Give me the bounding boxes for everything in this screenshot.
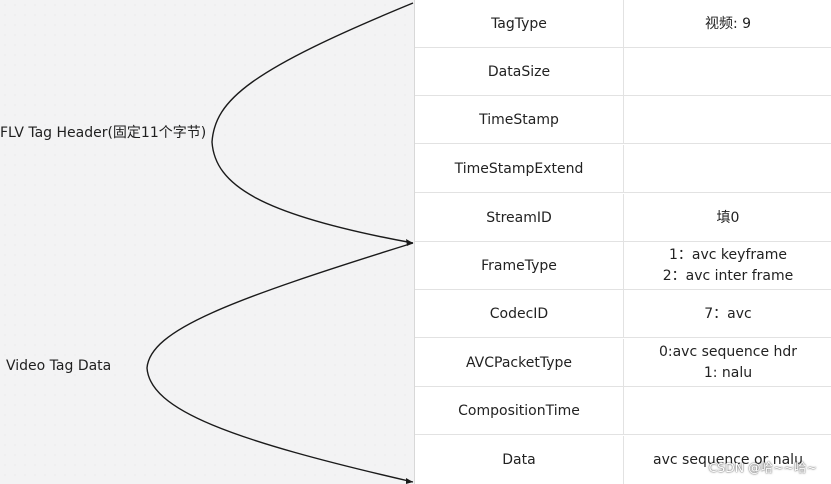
data-brace-arrowhead: [406, 478, 413, 484]
field-name-cell: FrameType: [481, 257, 557, 274]
field-name-cell: CodecID: [489, 305, 549, 322]
field-name-cell: TimeStamp: [479, 111, 559, 128]
field-value-cell: 7：avc: [623, 290, 831, 338]
field-name-cell: AVCPacketType: [466, 354, 572, 371]
field-name-cell: StreamID: [486, 209, 552, 226]
field-name-cell: TagType: [491, 15, 547, 32]
table-row: DataSize: [415, 48, 831, 96]
header-brace-curve: [211, 2, 414, 244]
table-row: CompositionTime: [415, 387, 831, 435]
field-value-cell: [623, 387, 831, 435]
field-name-cell: CompositionTime: [458, 402, 580, 419]
field-value-cell: [623, 96, 831, 144]
field-value-cell: [623, 48, 831, 96]
data-brace-curve: [146, 242, 414, 483]
flv-tag-header-label: FLV Tag Header(固定11个字节): [0, 125, 207, 141]
field-name-cell: TimeStampExtend: [454, 160, 584, 177]
field-value-cell: 填0: [623, 194, 831, 242]
fields-table: TagType 视频: 9 DataSize TimeStamp TimeSta…: [414, 0, 831, 484]
table-row: CodecID 7：avc: [415, 290, 831, 338]
field-name-cell: Data: [502, 451, 536, 468]
field-value-cell: 0:avc sequence hdr 1: nalu: [623, 339, 831, 387]
table-row: TimeStampExtend: [415, 145, 831, 193]
field-value-cell: 1：avc keyframe 2：avc inter frame: [623, 242, 831, 290]
field-name-cell: DataSize: [487, 63, 551, 80]
table-row: StreamID 填0: [415, 194, 831, 242]
table-row: TimeStamp: [415, 96, 831, 144]
table-row: AVCPacketType 0:avc sequence hdr 1: nalu: [415, 339, 831, 387]
table-row: Data avc sequence or nalu: [415, 436, 831, 484]
field-value-cell: 视频: 9: [623, 0, 831, 48]
table-row: FrameType 1：avc keyframe 2：avc inter fra…: [415, 242, 831, 290]
csdn-watermark: CSDN @哈~~哈~: [708, 460, 817, 475]
field-value-cell: [623, 145, 831, 193]
field-value-cell: avc sequence or nalu: [623, 436, 831, 484]
table-row: TagType 视频: 9: [415, 0, 831, 48]
video-tag-data-label: Video Tag Data: [6, 358, 112, 374]
